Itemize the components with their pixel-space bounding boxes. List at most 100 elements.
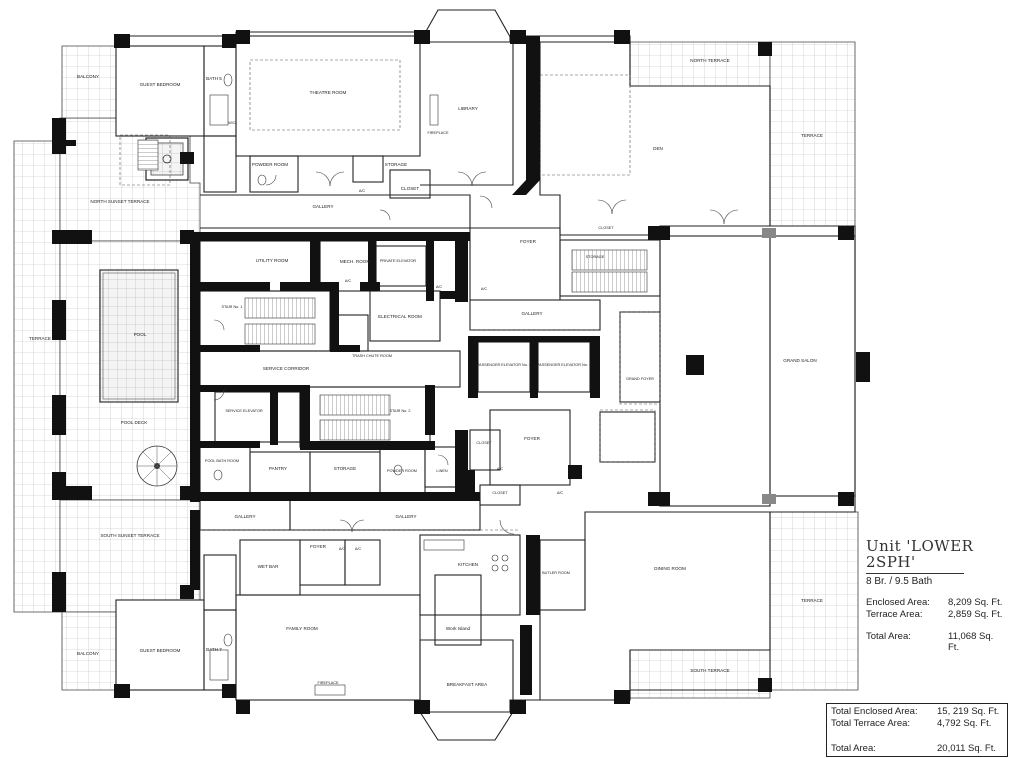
total-area-label: Total Area:	[866, 631, 911, 642]
dashed-lines	[119, 59, 661, 531]
label-work-island: Work Island	[446, 626, 471, 631]
label-library: LIBRARY	[458, 106, 478, 111]
stair-1-treads	[244, 297, 316, 319]
label-gallery-s: GALLERY	[395, 514, 416, 519]
total-terrace-value: 4,792 Sq. Ft.	[937, 718, 992, 729]
label-closet-s: CLOSET	[492, 491, 508, 495]
label-ac-5: A/C	[339, 547, 346, 551]
fixtures	[209, 73, 509, 696]
terrace-area-row: Terrace Area: 2,859 Sq. Ft.	[866, 609, 1008, 621]
label-linen: LINEN	[436, 469, 447, 473]
label-gallery-sw: GALLERY	[234, 514, 255, 519]
label-guest-bedroom-n: GUEST BEDROOM	[140, 82, 181, 87]
label-trash: TRASH CHUTE ROOM	[352, 354, 392, 358]
label-grand-salon: GRAND SALON	[783, 358, 816, 363]
label-closet-n: CLOSET	[401, 186, 420, 191]
stair-2-treads	[319, 394, 391, 416]
unit-title-line2: 2SPH'	[866, 553, 916, 571]
total-area-row: Total Area: 11,068 Sq. Ft.	[866, 631, 1008, 653]
terraces	[13, 41, 859, 699]
label-closet-e: CLOSET	[598, 226, 614, 230]
grand-total-row: Total Area: 20,011 Sq. Ft.	[827, 743, 1007, 755]
label-north-sunset-terrace: NORTH SUNSET TERRACE	[90, 199, 149, 204]
label-service-elevator: SERVICE ELEVATOR	[225, 409, 263, 413]
label-ac-4: A/C	[557, 491, 564, 495]
label-wc: W/C	[228, 121, 236, 125]
north-terrace-area	[629, 41, 771, 87]
label-terrace-ne: TERRACE	[801, 133, 823, 138]
total-area-value: 11,068 Sq. Ft.	[948, 631, 994, 653]
label-pantry: PANTRY	[269, 466, 287, 471]
label-stair2: STAIR No. 2	[389, 409, 410, 413]
label-grand-foyer: GRAND FOYER	[626, 377, 654, 381]
total-enclosed-label: Total Enclosed Area:	[831, 706, 918, 717]
label-ac-7: A/C	[436, 285, 443, 289]
label-ac-2: A/C	[345, 279, 352, 283]
total-terrace-row: Total Terrace Area: 4,792 Sq. Ft.	[827, 718, 1007, 730]
label-balcony-n: BALCONY	[77, 74, 99, 79]
structural-walls	[52, 30, 870, 714]
label-theatre-room: THEATRE ROOM	[310, 90, 347, 95]
total-enclosed-row: Total Enclosed Area: 15, 219 Sq. Ft.	[827, 706, 1007, 718]
nw-balcony-area	[61, 45, 117, 119]
south-terrace-area	[629, 649, 771, 699]
label-butler: BUTLER ROOM	[542, 571, 570, 575]
terrace-area-label: Terrace Area:	[866, 609, 923, 620]
total-enclosed-value: 15, 219 Sq. Ft.	[937, 706, 1000, 717]
label-electrical: ELECTRICAL ROOM	[378, 314, 422, 319]
label-bath-n: BATH 5	[206, 76, 222, 81]
door-swings	[213, 171, 739, 535]
grand-total-value: 20,011 Sq. Ft.	[937, 743, 996, 754]
label-ac-8: A/C	[497, 467, 504, 471]
label-gallery-c: GALLERY	[521, 311, 542, 316]
label-closet-c: CLOSET	[476, 441, 492, 445]
label-terrace-w: TERRACE	[29, 336, 51, 341]
label-powder-s: POWDER ROOM	[387, 469, 417, 473]
label-south-sunset-terrace: SOUTH SUNSET TERRACE	[100, 533, 159, 538]
room-labels: THEATRE ROOM LIBRARY DEN NORTH TERRACE T…	[29, 58, 823, 687]
terrace-area-value: 2,859 Sq. Ft.	[948, 609, 1003, 620]
totals-box: Total Enclosed Area: 15, 219 Sq. Ft. Tot…	[826, 703, 1008, 757]
label-utility: UTILITY ROOM	[256, 258, 289, 263]
label-pool: POOL	[134, 332, 147, 337]
unit-title-line1: Unit 'LOWER	[866, 537, 974, 555]
label-mech: MECH. ROOM	[340, 259, 371, 264]
label-service-corridor: SERVICE CORRIDOR	[263, 366, 310, 371]
label-ac-1: A/C	[359, 189, 366, 193]
spiral-stair	[136, 445, 178, 487]
label-pool-bath: POOL BATH ROOM	[205, 459, 239, 463]
grey-columns	[762, 228, 776, 504]
label-south-terrace: SOUTH TERRACE	[690, 668, 729, 673]
label-terrace-se: TERRACE	[801, 598, 823, 603]
label-storage-n: STORAGE	[385, 162, 407, 167]
enclosed-area-value: 8,209 Sq. Ft.	[948, 597, 1003, 608]
label-stair1: STAIR No. 1	[221, 305, 242, 309]
label-foyer-sw: FOYER	[310, 544, 327, 549]
label-ac-6: A/C	[355, 547, 362, 551]
label-fireplace-n: FIREPLACE	[427, 131, 449, 135]
label-ac-3: A/C	[481, 287, 488, 291]
label-pass-elev2: PASSENGER ELEVATOR No. 2	[477, 363, 531, 367]
unit-bed-bath: 8 Br. / 9.5 Bath	[866, 576, 933, 587]
label-storage-s: STORAGE	[334, 466, 356, 471]
label-storage-e: STORAGE	[586, 255, 605, 259]
west-terrace	[13, 140, 61, 613]
label-wet-bar: WET BAR	[258, 564, 280, 569]
east-stair-treads	[571, 249, 648, 271]
label-gallery-n: GALLERY	[312, 204, 333, 209]
grand-total-label: Total Area:	[831, 743, 876, 754]
label-foyer-s: FOYER	[524, 436, 541, 441]
label-foyer-n: FOYER	[520, 239, 537, 244]
label-kitchen: KITCHEN	[458, 562, 478, 567]
label-dining: DINING ROOM	[654, 566, 686, 571]
label-powder-n: POWDER ROOM	[252, 162, 288, 167]
total-terrace-label: Total Terrace Area:	[831, 718, 911, 729]
label-pool-deck: POOL DECK	[121, 420, 149, 425]
label-fireplace-s: FIREPLACE	[317, 681, 339, 685]
label-private-elevator: PRIVATE ELEVATOR	[380, 259, 417, 263]
enclosed-area-row: Enclosed Area: 8,209 Sq. Ft.	[866, 597, 1008, 609]
label-den: DEN	[653, 146, 663, 151]
label-balcony-s: BALCONY	[77, 651, 99, 656]
label-bath-s: BATH 7	[206, 647, 222, 652]
